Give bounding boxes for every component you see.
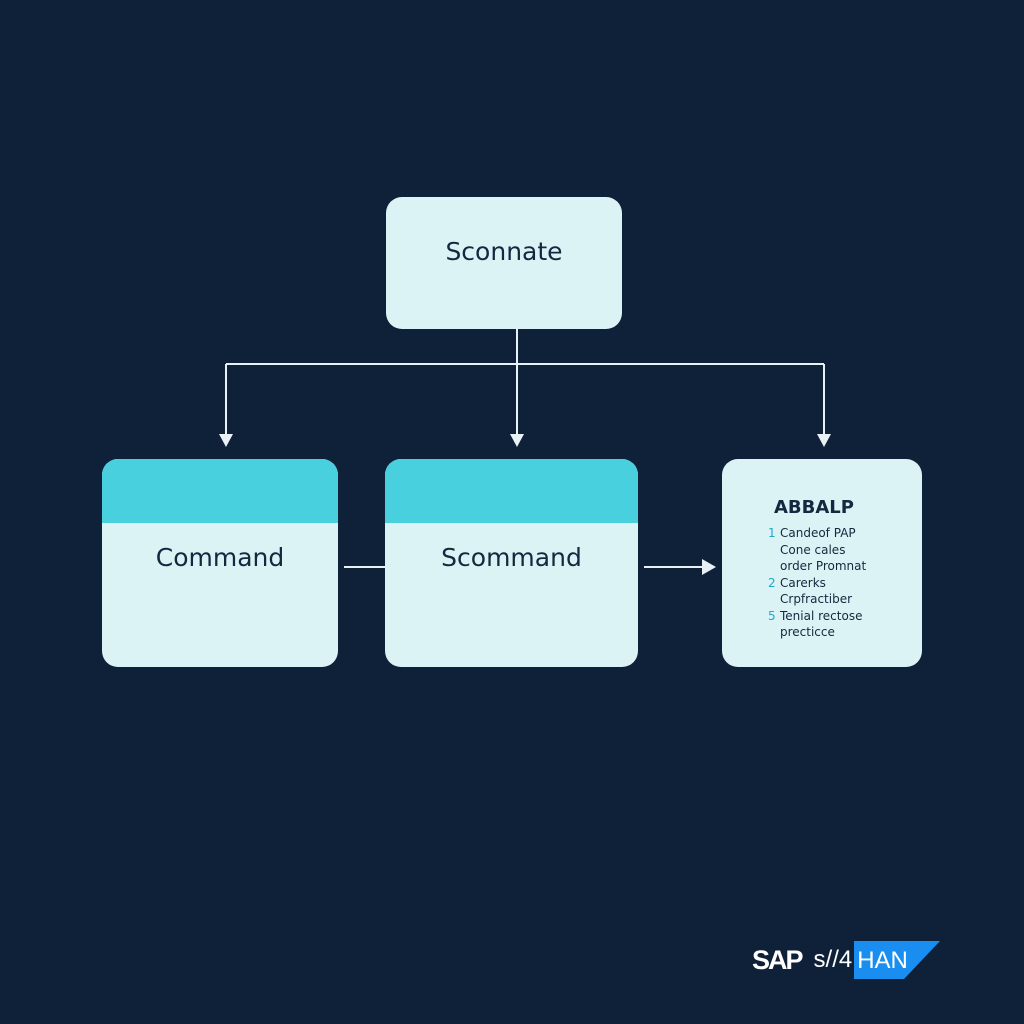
arrow-down-icon [510,434,524,447]
sap-logo: SAP s//4 HAN [752,940,941,980]
item-number: 1 [768,526,776,540]
item-line: order Promnat [780,559,867,573]
item-line: Crpfractiber [780,592,853,606]
arrow-down-icon [219,434,233,447]
item-line: precticce [780,625,835,639]
node-header [102,459,338,523]
node-title: ABBALP [774,497,854,518]
item-line: Tenial rectose [780,608,863,623]
logo-product: s//4 [813,946,853,973]
item-line: Carerks [780,575,826,590]
item-number: 5 [768,608,776,623]
node-list: 1 Candeof PAP Cone cales order Promnat 2 C… [768,525,866,641]
item-line: Candeof PAP [780,526,856,540]
logo-han: HAN [857,947,908,974]
logo-sap: SAP [752,944,804,975]
node-middle: Scommand [385,459,638,667]
arrow-down-icon [817,434,831,447]
item-number: 2 [768,575,776,590]
logo-han-badge: HAN [854,941,941,979]
item-line: Cone cales [780,542,846,557]
list-item: 1 Candeof PAP Cone cales order Promnat [768,525,866,575]
node-label: Command [155,543,285,572]
node-label: Sconnate [445,237,563,266]
arrow-right-icon [702,559,716,575]
node-top: Sconnate [386,197,622,329]
node-left: Command [102,459,338,667]
node-header [385,459,638,523]
node-label: Scommand [441,543,582,572]
list-item: 5 Tenial rectose precticce [768,608,866,641]
node-right: ABBALP 1 Candeof PAP Cone cales order Prom… [722,459,922,667]
